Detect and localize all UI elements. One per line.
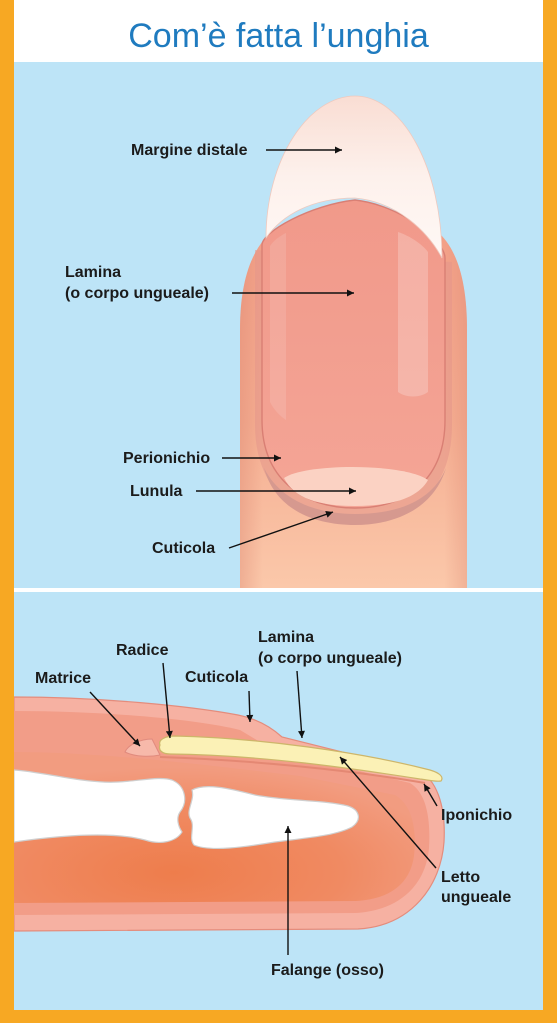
arrow-lamina-side	[297, 671, 302, 738]
label-lunula: Lunula	[130, 483, 183, 500]
nail-highlight	[398, 232, 428, 397]
label-letto-line1: Letto	[441, 869, 480, 886]
label-lamina-line1: Lamina	[65, 264, 121, 281]
label-radice: Radice	[116, 642, 169, 659]
label-lamina-side-line2: (o corpo ungueale)	[258, 650, 402, 667]
label-iponichio: Iponichio	[441, 807, 512, 824]
side-view-panel: Radice Lamina (o corpo ungueale) Matrice…	[14, 592, 543, 1010]
label-margine-distale: Margine distale	[131, 142, 248, 159]
label-cuticola-side: Cuticola	[185, 669, 248, 686]
side-view-illustration: Radice Lamina (o corpo ungueale) Matrice…	[14, 592, 543, 1010]
top-view-illustration: Margine distale Lamina (o corpo ungueale…	[14, 62, 543, 588]
label-perionichio: Perionichio	[123, 450, 210, 467]
label-lamina-side-line1: Lamina	[258, 629, 314, 646]
arrow-cuticola-side	[249, 691, 250, 722]
header: Com’è fatta l’unghia	[14, 0, 543, 62]
label-letto-line2: ungueale	[441, 889, 511, 906]
top-view-panel: Margine distale Lamina (o corpo ungueale…	[14, 62, 543, 588]
label-matrice: Matrice	[35, 670, 91, 687]
nail-highlight-left	[270, 233, 286, 420]
label-lamina-line2: (o corpo ungueale)	[65, 285, 209, 302]
page-title: Com’è fatta l’unghia	[14, 14, 543, 58]
label-cuticola: Cuticola	[152, 540, 215, 557]
label-falange: Falange (osso)	[271, 962, 384, 979]
